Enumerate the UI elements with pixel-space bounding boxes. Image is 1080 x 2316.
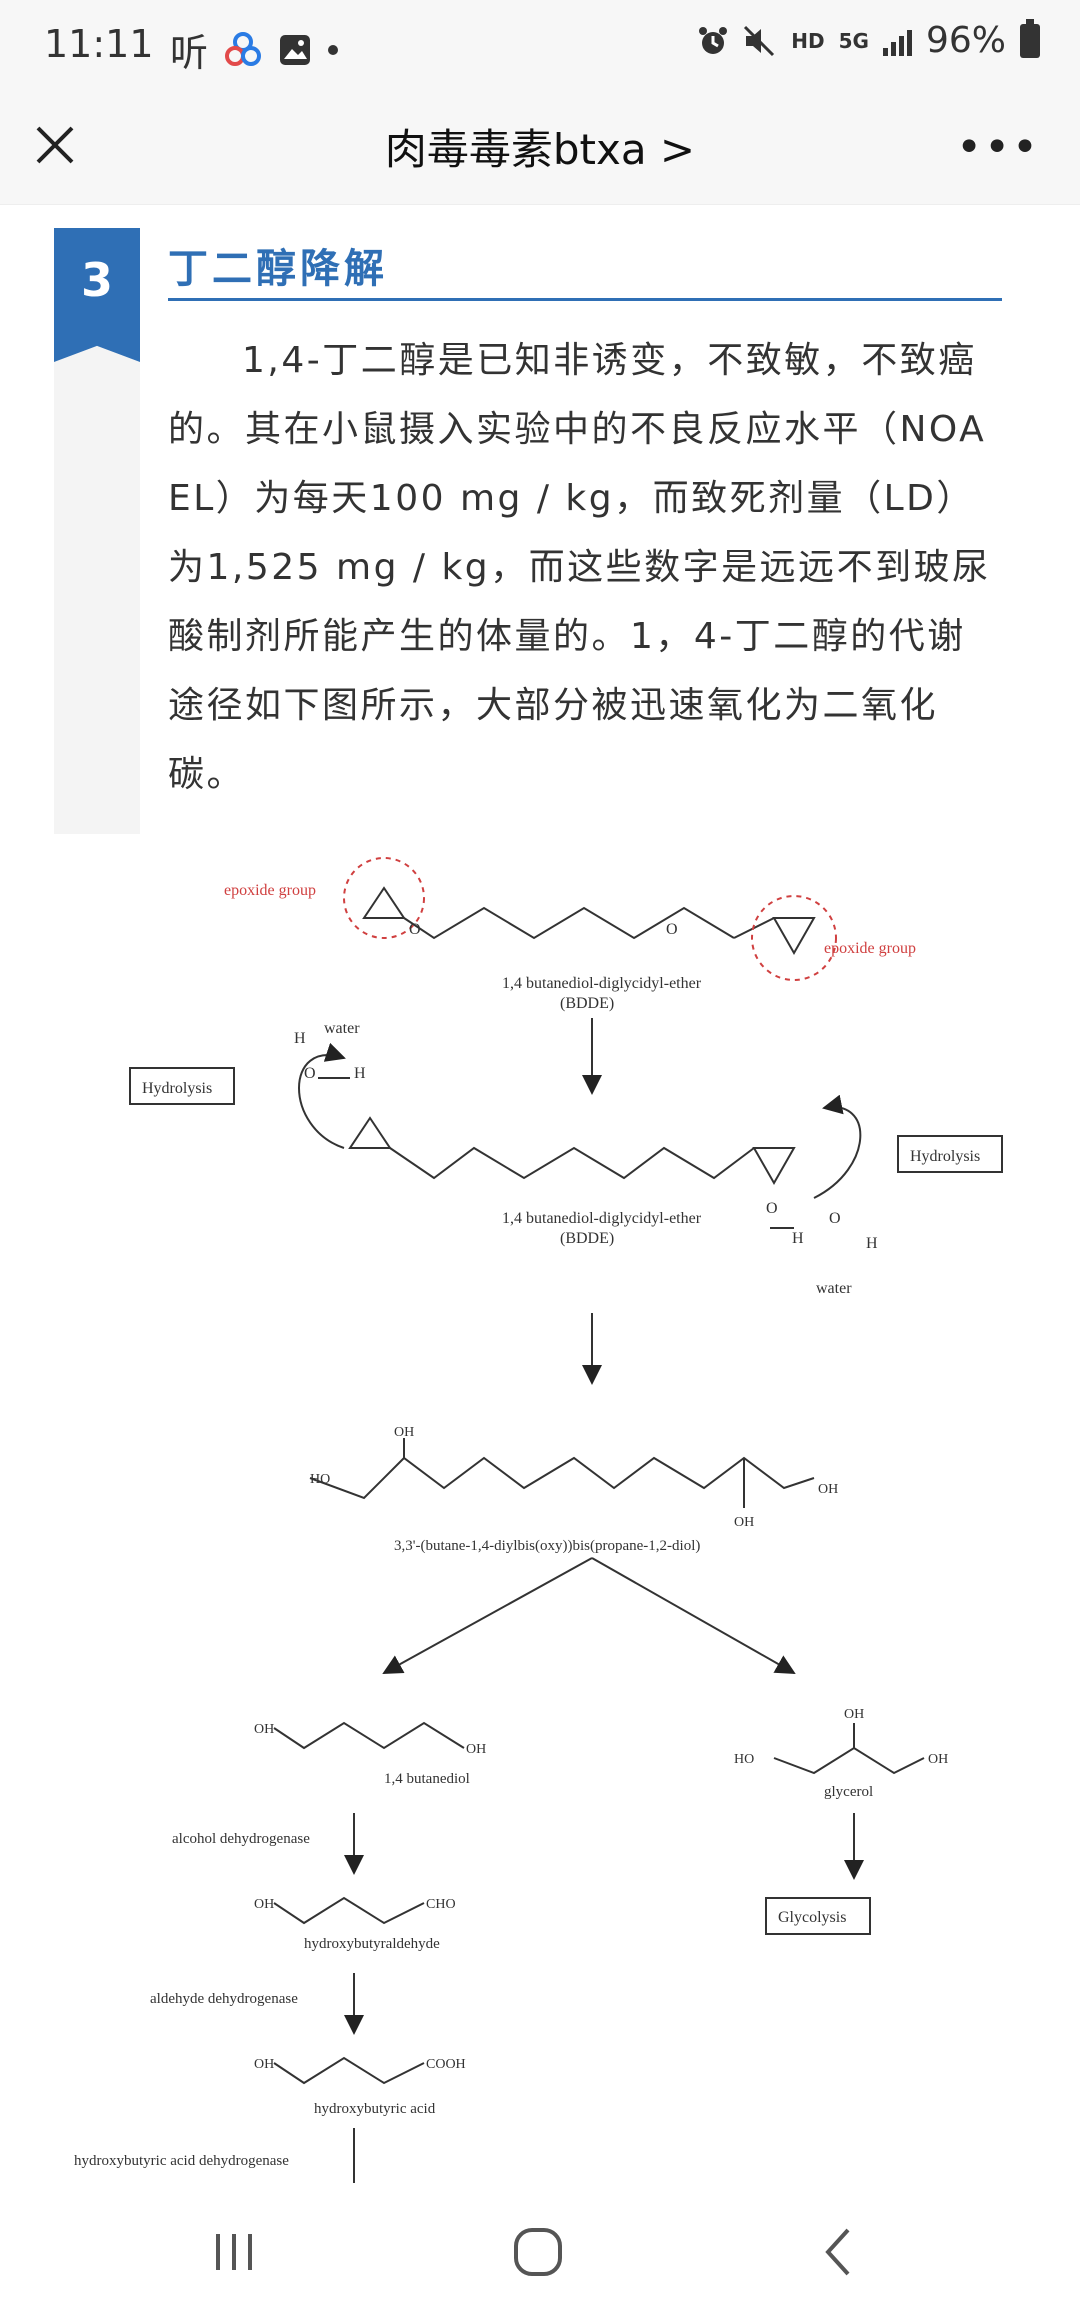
system-nav-bar <box>0 2188 1080 2316</box>
ho-label: HO <box>734 1752 754 1767</box>
hydroxybutyric-acid-label: hydroxybutyric acid <box>314 2101 436 2117</box>
page-title[interactable]: 肉毒毒素btxa > <box>384 125 696 174</box>
cooh-label: COOH <box>426 2057 466 2072</box>
glycolysis-label: Glycolysis <box>778 1909 846 1926</box>
bdde-abbr-2: (BDDE) <box>560 1230 614 1247</box>
epoxide-circle-right <box>751 895 837 981</box>
hydrolysis-label-left: Hydrolysis <box>142 1080 212 1097</box>
back-icon[interactable] <box>810 2222 870 2282</box>
glycolysis-box <box>765 1897 871 1935</box>
ho-label: HO <box>310 1472 330 1487</box>
hydrolysis-box-right <box>897 1135 1003 1173</box>
water-label-left: water <box>324 1020 360 1037</box>
cho-label: CHO <box>426 1897 456 1912</box>
bdde-abbr-1: (BDDE) <box>560 995 614 1012</box>
h-label: H <box>354 1065 366 1082</box>
notification-icons: 听 <box>170 22 339 77</box>
cluster-app-icon <box>225 31 262 66</box>
hydrolysis-box-left <box>129 1067 235 1105</box>
oxygen-label: O <box>666 921 678 938</box>
alcohol-dehydrogenase-label: alcohol dehydrogenase <box>172 1831 310 1847</box>
o-label: O <box>304 1065 316 1082</box>
h-label: H <box>792 1230 804 1247</box>
oh-label: OH <box>254 1897 274 1912</box>
bdde-name-1: 1,4 butanediol-diglycidyl-ether <box>502 975 702 992</box>
oh-label: OH <box>466 1742 486 1757</box>
o-label: O <box>829 1210 841 1227</box>
h-label: H <box>294 1030 306 1047</box>
mute-icon <box>744 25 775 56</box>
hydroxybutyraldehyde-label: hydroxybutyraldehyde <box>304 1936 440 1952</box>
glycerol-label: glycerol <box>824 1784 873 1800</box>
hydroxybutyric-acid-dehydrogenase-label: hydroxybutyric acid dehydrogenase <box>74 2153 289 2169</box>
oh-label: OH <box>928 1752 948 1767</box>
pathway-figure: epoxide group epoxide group O O 1,4 buta… <box>74 857 1003 2183</box>
oh-label: OH <box>818 1482 838 1497</box>
section-heading: 丁二醇降解 <box>168 246 388 292</box>
epoxide-label-left: epoxide group <box>224 882 316 899</box>
diol-name: 3,3'-(butane-1,4-diylbis(oxy))bis(propan… <box>394 1538 700 1554</box>
home-icon[interactable] <box>508 2222 568 2282</box>
header-bar: 肉毒毒素btxa > ••• <box>0 92 1080 205</box>
article-section: 3 丁二醇降解 1,4-丁二醇是已知非诱变，不致敏，不致癌的。其在小鼠摄入实验中… <box>54 228 1002 834</box>
status-time: 11:11 <box>44 22 154 66</box>
metabolism-diagram: epoxide group epoxide group O O 1,4 buta… <box>54 838 1044 2188</box>
oxygen-label: O <box>409 921 421 938</box>
signal-icon <box>882 26 912 56</box>
alarm-icon <box>699 26 728 54</box>
system-indicators: HD 5G 96% <box>697 18 1040 61</box>
more-options-button[interactable]: ••• <box>956 122 1040 173</box>
o-label: O <box>766 1200 778 1217</box>
oh-label: OH <box>254 1722 274 1737</box>
aldehyde-dehydrogenase-label: aldehyde dehydrogenase <box>150 1991 298 2007</box>
heading-underline <box>168 298 1002 301</box>
bdde-name-2: 1,4 butanediol-diglycidyl-ether <box>502 1210 702 1227</box>
epoxide-circle-left <box>343 857 425 939</box>
oh-label: OH <box>844 1707 864 1722</box>
section-number-badge: 3 <box>54 228 140 362</box>
status-bar: 11:11 听 HD 5G 96% <box>0 0 1080 92</box>
water-label-right: water <box>816 1280 852 1297</box>
hydrolysis-label-right: Hydrolysis <box>910 1148 980 1165</box>
battery-percent: 96% <box>925 20 1006 61</box>
dot-indicator <box>328 44 339 55</box>
listen-app-icon: 听 <box>170 31 209 75</box>
section-paragraph: 1,4-丁二醇是已知非诱变，不致敏，不致癌的。其在小鼠摄入实验中的不良反应水平（… <box>168 340 991 795</box>
hd-badge: HD <box>791 28 825 53</box>
close-icon[interactable] <box>30 120 80 170</box>
recent-apps-icon[interactable] <box>204 2222 264 2282</box>
epoxide-label-right: epoxide group <box>824 940 916 957</box>
oh-label: OH <box>394 1425 414 1440</box>
battery-icon <box>1020 18 1040 58</box>
oh-label: OH <box>734 1515 754 1530</box>
oh-label: OH <box>254 2057 274 2072</box>
gallery-icon <box>280 34 311 65</box>
h-label: H <box>866 1235 878 1252</box>
network-type: 5G <box>838 28 869 53</box>
butanediol-label: 1,4 butanediol <box>384 1771 470 1787</box>
